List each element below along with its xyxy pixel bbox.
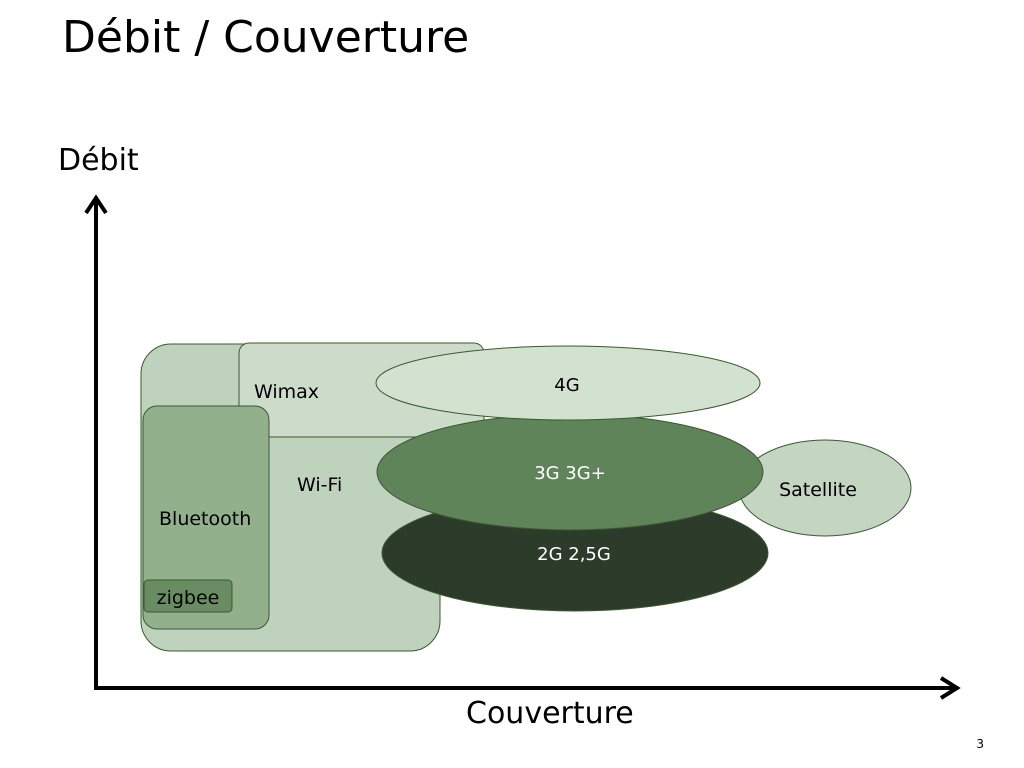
g4-label: 4G [554, 375, 579, 396]
y-axis-label: Débit [58, 143, 139, 178]
zigbee-area [143, 579, 233, 613]
g3-label: 3G 3G+ [534, 463, 606, 484]
wifi-label: Wi-Fi [297, 474, 342, 496]
page-number: 3 [976, 737, 984, 751]
g4-area [375, 345, 761, 421]
zigbee-label: zigbee [157, 587, 220, 609]
axes [84, 194, 961, 700]
y-axis-arrow-icon [84, 194, 108, 215]
x-axis-label: Couverture [466, 696, 634, 731]
bluetooth-label: Bluetooth [159, 508, 251, 530]
bluetooth-area [142, 405, 270, 630]
slide-title: Débit / Couverture [62, 12, 470, 63]
wimax-label: Wimax [254, 381, 319, 403]
satellite-label: Satellite [779, 479, 857, 501]
g2-label: 2G 2,5G [537, 544, 611, 565]
x-axis-arrow-icon [939, 676, 961, 700]
